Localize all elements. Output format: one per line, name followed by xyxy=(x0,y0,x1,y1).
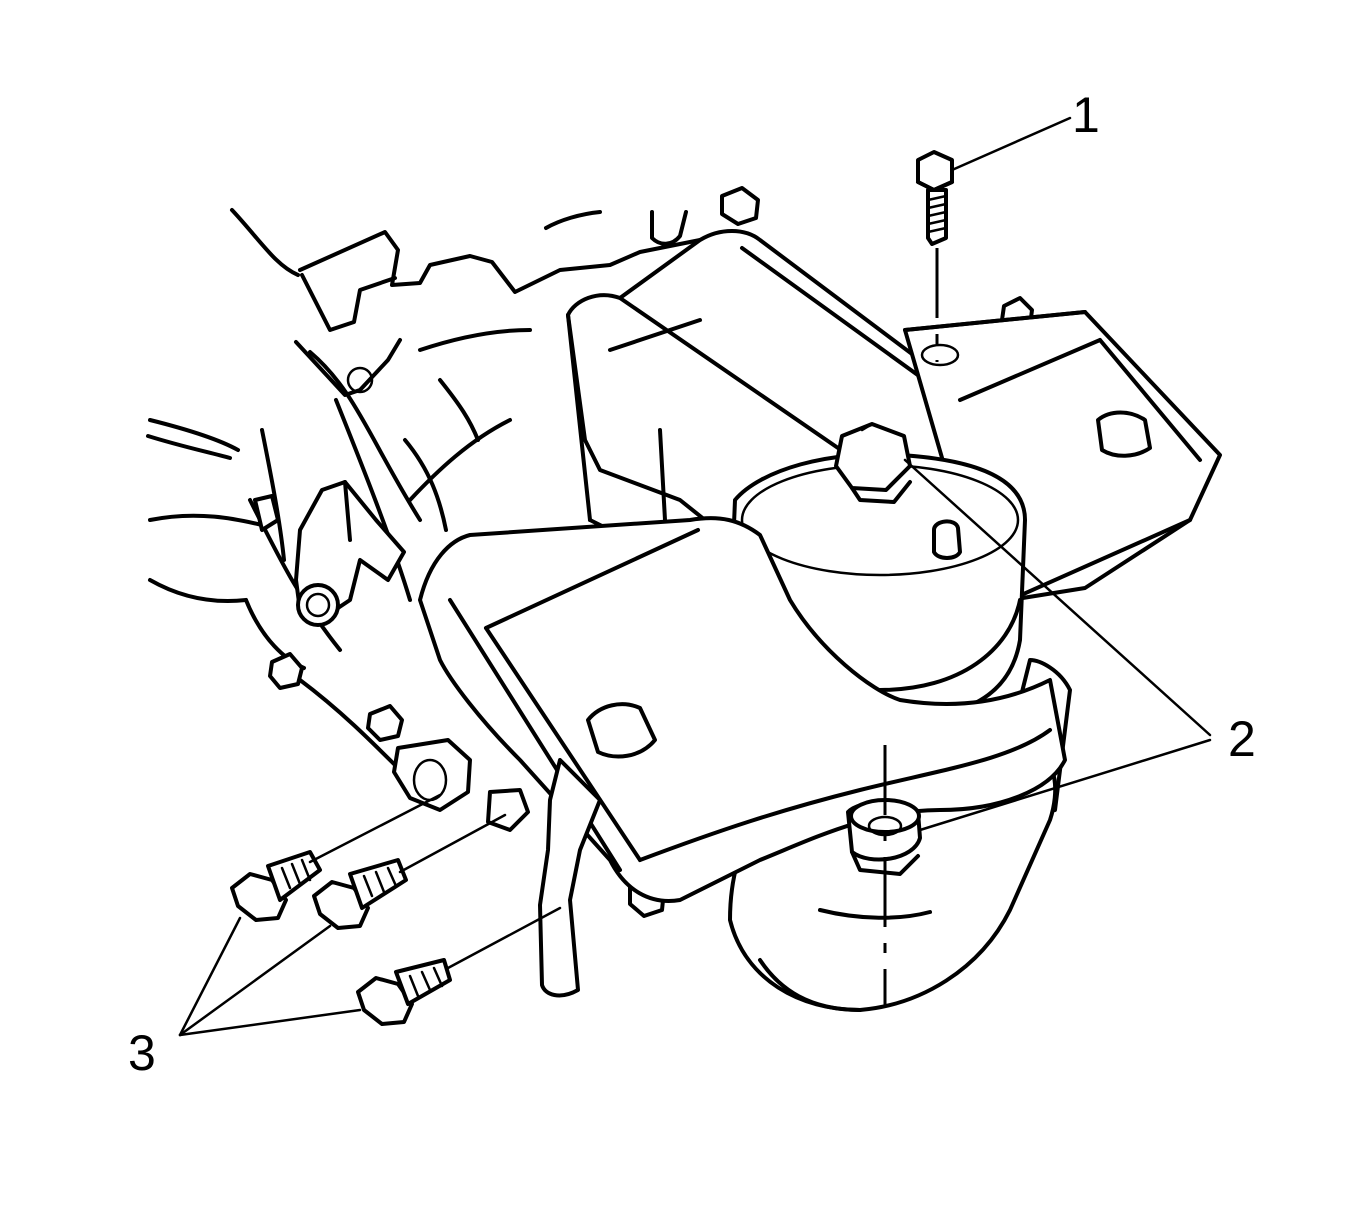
engine-casting xyxy=(146,208,702,772)
bolts-3 xyxy=(230,850,452,1026)
callout-2: 2 xyxy=(1228,711,1256,767)
bolt-1 xyxy=(916,150,954,246)
callout-1: 1 xyxy=(1072,87,1100,143)
left-bracket xyxy=(253,480,406,627)
callout-3: 3 xyxy=(128,1025,156,1081)
bolt-1-hole xyxy=(920,343,960,367)
leader-lines xyxy=(178,116,1212,1037)
bolt-3-axes xyxy=(308,793,562,970)
